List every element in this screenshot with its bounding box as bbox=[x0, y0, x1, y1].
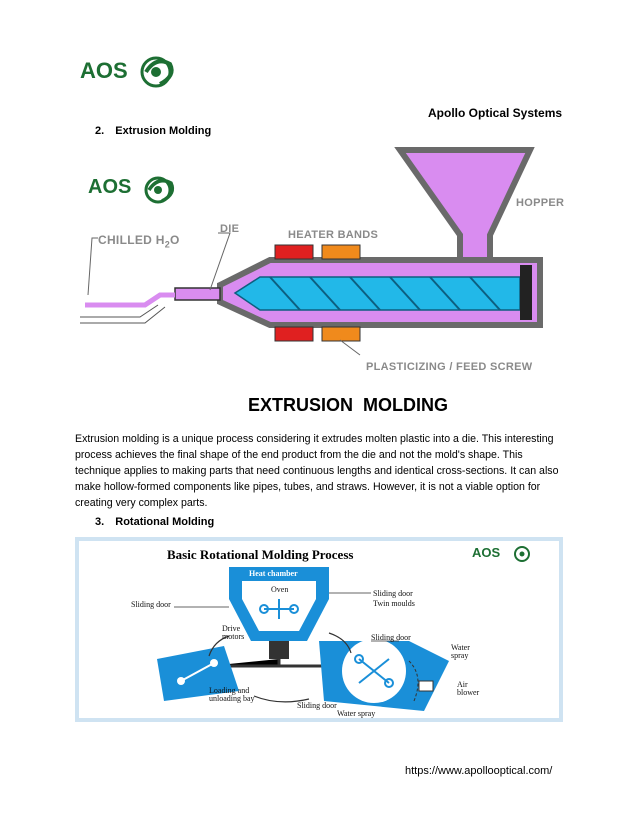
sliding-door-left-label: Sliding door bbox=[131, 600, 171, 609]
motors-label: motors bbox=[222, 632, 245, 641]
paragraph-line: Extrusion molding is a unique process co… bbox=[75, 433, 554, 445]
unloading-label: unloading bay bbox=[209, 694, 255, 703]
chilled-label-main: CHILLED H bbox=[98, 233, 165, 247]
die-label: DIE bbox=[220, 223, 240, 235]
section-title: Extrusion Molding bbox=[115, 125, 212, 137]
paragraph-line: make hollow-formed components like pipes… bbox=[75, 481, 541, 493]
hopper-label: HOPPER bbox=[516, 197, 565, 209]
chilled-water-label: CHILLED H2O bbox=[98, 233, 180, 249]
logo-swirl-icon bbox=[140, 56, 174, 88]
blower-label: blower bbox=[457, 688, 480, 697]
logo-text: AOS bbox=[80, 58, 128, 83]
section-number: 3. bbox=[95, 516, 105, 528]
oven-label: Oven bbox=[271, 585, 289, 594]
paragraph-line: creating very complex parts. bbox=[75, 497, 208, 509]
heater-bands-label: HEATER BANDS bbox=[288, 229, 379, 241]
diagram-logo-text: AOS bbox=[88, 176, 132, 198]
company-name: Apollo Optical Systems bbox=[428, 106, 563, 120]
section-heading-rotational: 3. Rotational Molding bbox=[95, 516, 214, 528]
rotational-drawing bbox=[157, 567, 449, 711]
heat-chamber-label: Heat chamber bbox=[249, 569, 298, 578]
footer-url[interactable]: https://www.apollooptical.com/ bbox=[405, 765, 553, 777]
rotational-logo-swirl-icon bbox=[514, 546, 530, 562]
chilled-label-sub: 2 bbox=[164, 239, 171, 250]
loading-label: Loading and bbox=[209, 686, 250, 695]
rotational-title: Basic Rotational Molding Process bbox=[167, 547, 354, 562]
extrusion-paragraph: Extrusion molding is a unique process co… bbox=[75, 431, 575, 511]
extruder-drawing bbox=[80, 147, 543, 356]
sliding-door-mid-label: Sliding door bbox=[371, 633, 411, 642]
rotational-logo-text: AOS bbox=[472, 545, 501, 560]
drive-label: Drive bbox=[222, 624, 241, 633]
sliding-door-bottom-label: Sliding door bbox=[297, 701, 337, 710]
water-label: Water bbox=[451, 643, 470, 652]
section-number: 2. bbox=[95, 125, 105, 137]
drive-motors-label: Drive motors bbox=[222, 625, 244, 641]
spray-label: spray bbox=[451, 651, 469, 660]
air-label: Air bbox=[457, 680, 468, 689]
section-heading-extrusion: 2. Extrusion Molding bbox=[95, 125, 211, 137]
water-spray-top-label: Water spray bbox=[451, 644, 470, 660]
twin-moulds-label: Twin moulds bbox=[373, 599, 415, 608]
water-spray-bottom-label: Water spray bbox=[337, 709, 376, 718]
company-logo: AOS bbox=[80, 50, 190, 90]
chilled-label-end: O bbox=[170, 233, 180, 247]
extrusion-diagram: AOS CHILLED H2O DIE HEAT bbox=[70, 145, 570, 425]
paragraph-line: process achieves the final shape of the … bbox=[75, 449, 523, 461]
paragraph-line: technique applies to making parts that n… bbox=[75, 465, 559, 477]
diagram-logo-swirl-icon bbox=[144, 176, 175, 204]
air-blower-label: Air blower bbox=[457, 681, 479, 697]
sliding-door-right-label: Sliding door bbox=[373, 589, 413, 598]
feed-screw-label: PLASTICIZING / FEED SCREW bbox=[366, 361, 533, 373]
extrusion-caption: EXTRUSION MOLDING bbox=[248, 395, 449, 415]
section-title: Rotational Molding bbox=[115, 516, 215, 528]
rotational-diagram: Basic Rotational Molding Process AOS bbox=[75, 537, 563, 722]
loading-bay-label: Loading and unloading bay bbox=[209, 687, 255, 703]
diagram-logo: AOS bbox=[88, 170, 188, 206]
